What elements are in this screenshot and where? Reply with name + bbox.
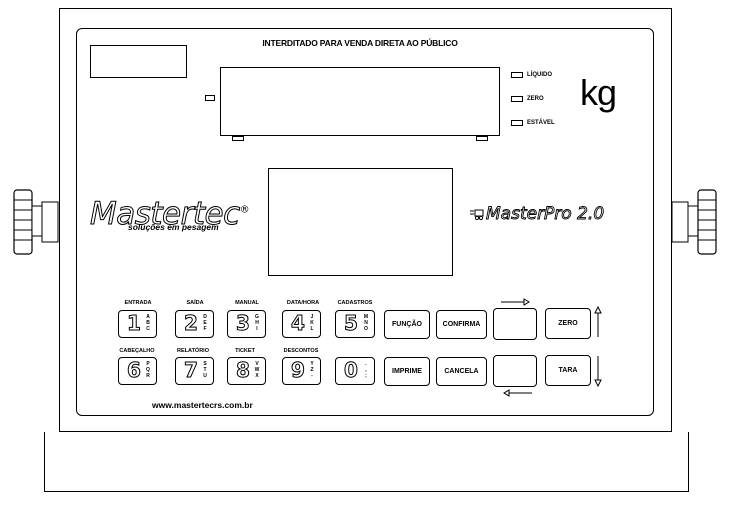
funcao-button[interactable]: FUNÇÃO	[384, 310, 430, 339]
cancela-button[interactable]: CANCELA	[436, 357, 487, 386]
display-led	[205, 95, 215, 101]
right-knob-icon[interactable]	[668, 186, 724, 266]
arrow-left-icon	[503, 389, 532, 397]
key-1-digit: 1	[127, 311, 142, 336]
key-0-digit: 0	[344, 358, 359, 383]
key-3-label: MANUAL	[235, 300, 259, 306]
secondary-display	[268, 168, 453, 276]
brand-tagline: soluções em pesagem	[128, 222, 219, 232]
key-5-label: CADASTROS	[337, 300, 373, 306]
key-6-label: CABEÇALHO	[119, 348, 155, 354]
indicator-estavel-label: ESTÁVEL	[527, 120, 555, 126]
left-arrow-button[interactable]	[493, 355, 537, 387]
label-window	[90, 45, 187, 78]
key-1-label: ENTRADA	[124, 300, 152, 306]
display-foot-left	[232, 136, 244, 141]
tara-button[interactable]: TARA	[545, 355, 591, 386]
truck-icon	[470, 209, 484, 221]
indicator-liquido-led	[511, 72, 523, 78]
display-foot-right	[476, 136, 488, 141]
key-4-label: DATA/HORA	[286, 300, 320, 306]
housing-base	[44, 432, 689, 492]
imprime-button[interactable]: IMPRIME	[384, 357, 430, 386]
key-2-digit: 2	[184, 311, 199, 336]
indicator-zero-led	[511, 96, 523, 102]
indicator-zero-label: ZERO	[527, 96, 544, 102]
model-name: MasterPro 2.0	[486, 204, 605, 225]
right-arrow-button[interactable]	[493, 308, 537, 340]
brand-mark: ®	[239, 204, 250, 216]
key-9-digit: 9	[291, 358, 306, 383]
unit-label: kg	[580, 72, 617, 113]
key-0-letters: .,;	[365, 361, 367, 379]
brand-name: Mastertec	[90, 196, 241, 233]
key-5-digit: 5	[344, 311, 359, 336]
arrow-right-icon	[501, 298, 530, 306]
indicator-liquido-label: LÍQUIDO	[527, 72, 552, 78]
key-7-digit: 7	[184, 358, 199, 383]
indicator-estavel-led	[511, 120, 523, 126]
weight-display	[220, 67, 500, 136]
left-knob-icon[interactable]	[6, 186, 62, 266]
key-8-digit: 8	[236, 358, 251, 383]
brand-logo: Mastertec®	[90, 196, 250, 233]
key-9-label: DESCONTOS	[283, 348, 319, 354]
arrow-down-icon	[594, 356, 602, 387]
zero-button[interactable]: ZERO	[545, 308, 591, 339]
key-8-label: TICKET	[235, 348, 255, 354]
key-2-label: SAÍDA	[186, 300, 204, 306]
key-7-label: RELATÓRIO	[177, 348, 209, 354]
key-3-digit: 3	[236, 311, 251, 336]
key-4-digit: 4	[291, 311, 306, 336]
website: www.mastertecrs.com.br	[152, 400, 253, 410]
key-6-digit: 6	[127, 358, 142, 383]
confirma-button[interactable]: CONFIRMA	[436, 310, 487, 339]
key-0[interactable]: 0 .,;	[335, 357, 375, 385]
arrow-up-icon	[594, 306, 602, 337]
panel-title: INTERDITADO PARA VENDA DIRETA AO PÚBLICO	[262, 38, 458, 48]
